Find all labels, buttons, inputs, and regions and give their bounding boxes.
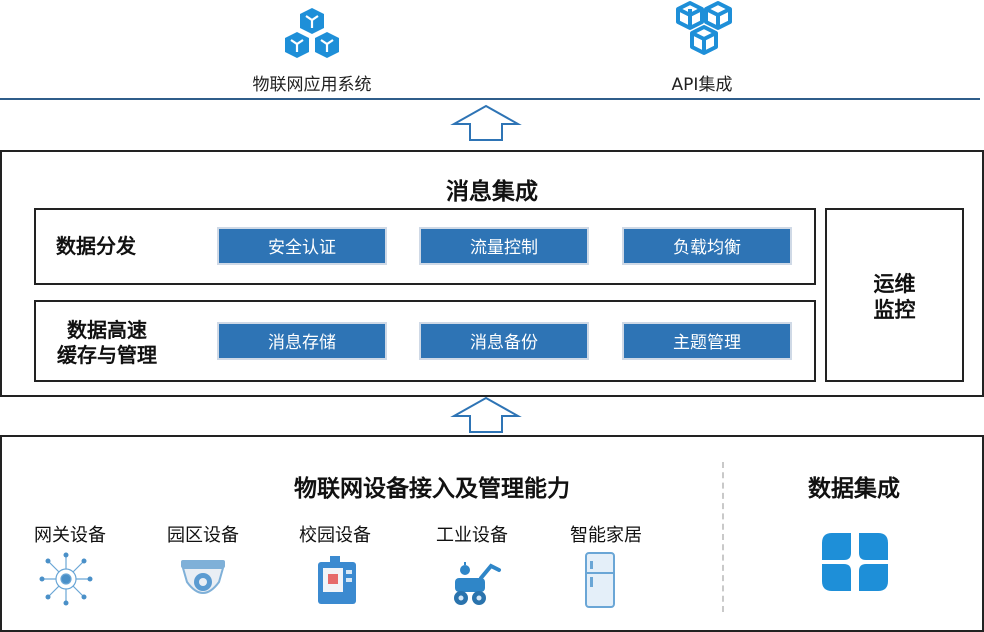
gateway-icon: [39, 552, 93, 606]
row-label-cache-line2: 缓存与管理: [57, 343, 157, 367]
chip-message-storage: 消息存储: [217, 322, 387, 360]
data-cache-row: 数据高速 缓存与管理 消息存储 消息备份 主题管理: [34, 300, 816, 382]
device-access-panel: 物联网设备接入及管理能力 网关设备 园区设备 校园设备 工业设备 智能家居: [0, 435, 984, 632]
up-arrow-icon: [450, 396, 522, 433]
divider-line: [0, 98, 980, 100]
campus-device-icon: [318, 556, 356, 604]
camera-icon: [181, 560, 225, 594]
dashed-separator: [722, 462, 724, 612]
robot-icon: [454, 562, 501, 605]
message-integration-title: 消息集成: [446, 179, 538, 205]
chip-security-auth: 安全认证: [217, 227, 387, 265]
device-label-smarthome: 智能家居: [570, 525, 642, 546]
hexagon-cubes-icon: [676, 1, 732, 55]
chip-load-balancing: 负载均衡: [622, 227, 792, 265]
data-integration-title: 数据集成: [808, 476, 900, 502]
four-leaf-icon: [822, 533, 888, 591]
device-label-park: 园区设备: [167, 525, 239, 546]
system-label-iot-app: 物联网应用系统: [252, 75, 372, 95]
device-access-title: 物联网设备接入及管理能力: [294, 476, 570, 502]
chip-topic-management: 主题管理: [622, 322, 792, 360]
data-distribution-row: 数据分发 安全认证 流量控制 负载均衡: [34, 208, 816, 285]
message-integration-panel: 消息集成 数据分发 安全认证 流量控制 负载均衡 数据高速 缓存与管理 消息存储…: [0, 150, 984, 397]
device-label-gateway: 网关设备: [34, 525, 106, 546]
device-label-industrial: 工业设备: [436, 525, 508, 546]
device-label-campus: 校园设备: [299, 525, 371, 546]
ops-monitoring-line2: 监控: [873, 298, 916, 322]
up-arrow-icon: [450, 104, 522, 141]
row-label-data-distribution: 数据分发: [56, 234, 136, 258]
fridge-icon: [585, 552, 615, 608]
chip-flow-control: 流量控制: [419, 227, 589, 265]
cubes-icon: [285, 8, 339, 58]
system-label-api: API集成: [671, 75, 733, 95]
top-section: 物联网应用系统 API集成: [0, 0, 984, 100]
row-label-cache-line1: 数据高速: [67, 318, 147, 342]
ops-monitoring-line1: 运维: [873, 272, 916, 296]
ops-monitoring-box: 运维 监控: [825, 208, 964, 382]
chip-message-backup: 消息备份: [419, 322, 589, 360]
